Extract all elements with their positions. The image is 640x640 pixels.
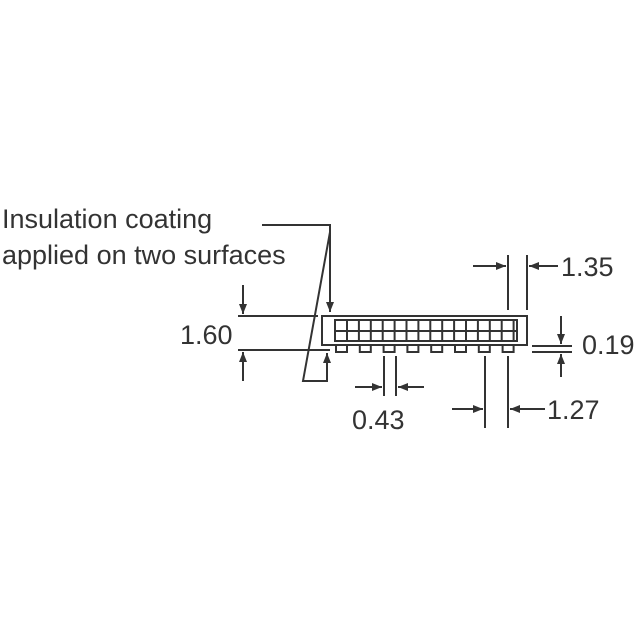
dimension-pin-protrusion: 0.19 [532, 316, 635, 377]
pin [382, 345, 396, 353]
dimension-pin-width: 0.43 [352, 356, 424, 435]
pin [358, 345, 372, 353]
svg-text:1.27: 1.27 [547, 395, 600, 425]
callout-line2: applied on two surfaces [2, 240, 286, 270]
pin [454, 345, 467, 353]
pin [335, 345, 348, 353]
pin [406, 345, 420, 353]
pin [430, 345, 444, 353]
svg-text:1.35: 1.35 [561, 252, 614, 282]
connector-body [321, 315, 528, 353]
svg-text:0.43: 0.43 [352, 405, 405, 435]
dimension-pitch: 1.27 [452, 356, 600, 428]
dimension-pin-width-top: 1.35 [473, 252, 614, 310]
svg-text:1.60: 1.60 [180, 320, 233, 350]
dimension-height: 1.60 [180, 285, 330, 381]
callout-leader [262, 224, 334, 382]
pin [477, 345, 491, 353]
svg-text:0.19: 0.19 [582, 330, 635, 360]
pin [501, 345, 515, 353]
callout-line1: Insulation coating [2, 204, 212, 234]
